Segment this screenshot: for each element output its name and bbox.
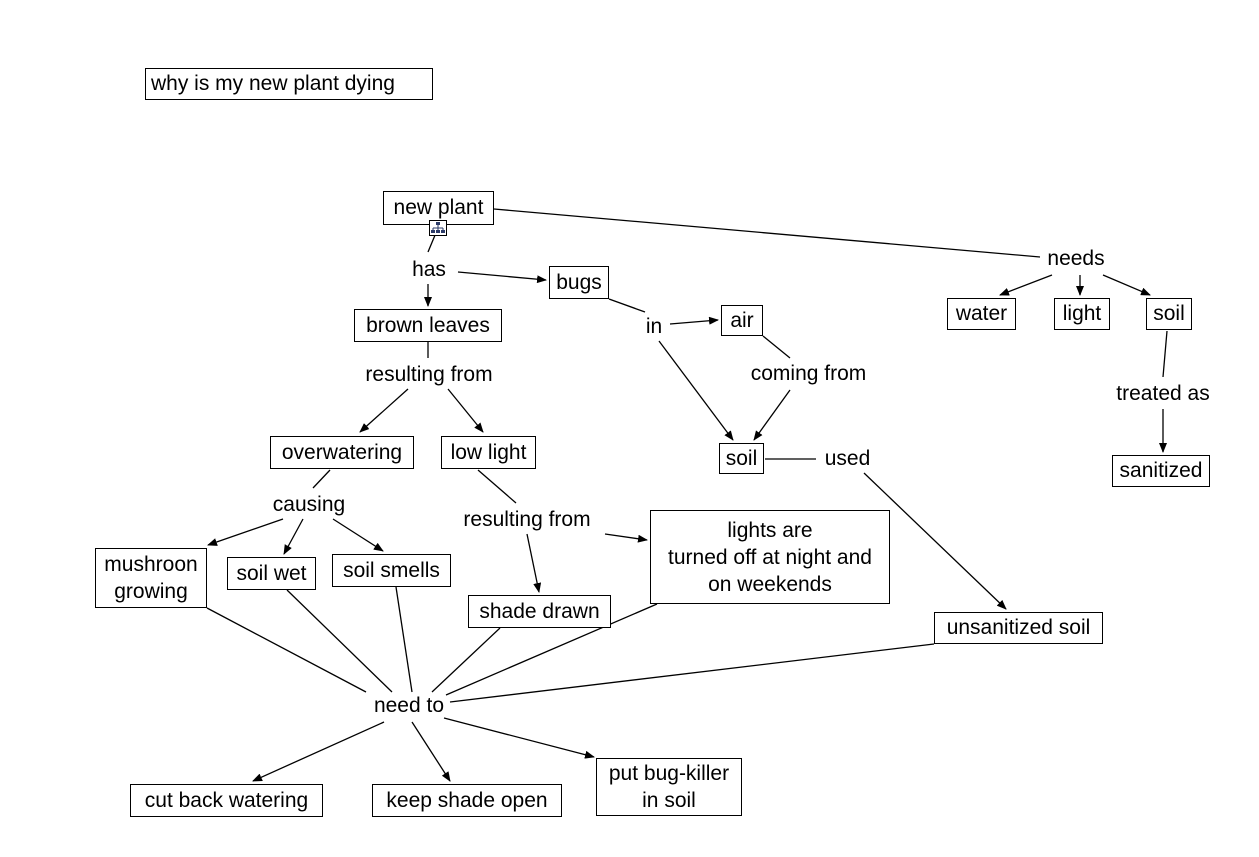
edge-needs-to-water[interactable] [999, 274, 1053, 296]
hierarchy-tree-glyph [431, 222, 445, 233]
edge-need-to-keep-shade[interactable] [411, 721, 451, 782]
concept-node-brown-leaves[interactable]: brown leaves [354, 309, 502, 342]
linking-phrase-causing[interactable]: causing [272, 493, 346, 516]
concept-node-shade-drawn[interactable]: shade drawn [468, 595, 611, 628]
edge-soil-wet-to-need-to[interactable] [286, 589, 393, 693]
edge-resulting2-to-shade-drawn[interactable] [526, 533, 542, 593]
edge-causing-to-soil-smells[interactable] [332, 518, 384, 552]
hierarchy-tree-icon[interactable] [429, 220, 447, 236]
linking-phrase-needs[interactable]: needs [1047, 247, 1105, 270]
edge-in-to-soil[interactable] [658, 340, 734, 441]
edge-need-to-cut-back[interactable] [252, 721, 385, 782]
edge-resulting-to-low-light[interactable] [447, 388, 484, 433]
edge-needs-to-soil-right[interactable] [1102, 274, 1151, 296]
edge-coming-from-to-soil[interactable] [753, 389, 791, 441]
edge-need-to-put-bug-killer[interactable] [443, 717, 595, 759]
edge-causing-to-mushroom[interactable] [207, 518, 284, 546]
edge-soil-right-to-treated-as[interactable] [1162, 330, 1168, 378]
edge-shade-drawn-to-need-to[interactable] [431, 627, 501, 693]
edge-causing-to-soil-wet[interactable] [283, 518, 304, 555]
concept-node-unsanitized-soil[interactable]: unsanitized soil [934, 612, 1103, 644]
concept-node-mushroom-growing[interactable]: mushroon growing [95, 548, 207, 608]
concept-node-new-plant[interactable]: new plant [383, 191, 494, 225]
concept-node-put-bug-killer[interactable]: put bug-killer in soil [596, 758, 742, 816]
concept-node-keep-shade-open[interactable]: keep shade open [372, 784, 562, 817]
edge-new-plant-to-needs[interactable] [493, 208, 1041, 258]
linking-phrase-coming-from[interactable]: coming from [750, 362, 867, 385]
edge-soil-smells-to-need-to[interactable] [395, 586, 413, 693]
map-title-box[interactable]: why is my new plant dying [145, 68, 433, 100]
linking-phrase-resulting-from-2[interactable]: resulting from [463, 508, 591, 531]
concept-node-soil-smells[interactable]: soil smells [332, 554, 451, 587]
edge-low-light-to-resulting2[interactable] [477, 469, 517, 504]
concept-node-overwatering[interactable]: overwatering [270, 436, 414, 469]
linking-phrase-treated-as[interactable]: treated as [1116, 382, 1210, 405]
linking-phrase-used[interactable]: used [824, 447, 871, 470]
edge-overwatering-to-causing[interactable] [312, 469, 331, 489]
concept-node-soil-right[interactable]: soil [1146, 298, 1192, 330]
linking-phrase-has[interactable]: has [412, 258, 446, 281]
edge-unsanitized-to-need-to[interactable] [449, 643, 935, 703]
concept-node-light[interactable]: light [1054, 298, 1110, 330]
edge-mushroom-to-need-to[interactable] [206, 607, 367, 693]
concept-node-lights-off[interactable]: lights are turned off at night and on we… [650, 510, 890, 604]
edge-bugs-to-in[interactable] [608, 298, 646, 313]
edge-has-to-bugs[interactable] [457, 271, 547, 284]
edge-resulting-to-overwatering[interactable] [359, 388, 409, 433]
concept-node-low-light[interactable]: low light [441, 436, 536, 469]
concept-node-soil-center[interactable]: soil [719, 443, 764, 474]
concept-node-sanitized[interactable]: sanitized [1112, 455, 1210, 487]
concept-node-air[interactable]: air [721, 305, 763, 336]
concept-node-bugs[interactable]: bugs [549, 266, 609, 299]
linking-phrase-in[interactable]: in [645, 315, 663, 338]
concept-node-water[interactable]: water [947, 298, 1016, 330]
edge-resulting2-to-lights-off[interactable] [604, 533, 648, 543]
edge-in-to-air[interactable] [669, 316, 719, 325]
concept-node-soil-wet[interactable]: soil wet [227, 557, 316, 590]
edge-air-to-coming-from[interactable] [762, 335, 791, 359]
concept-node-cut-back-watering[interactable]: cut back watering [130, 784, 323, 817]
linking-phrase-need-to[interactable]: need to [373, 694, 445, 717]
linking-phrase-resulting-from-1[interactable]: resulting from [365, 363, 493, 386]
